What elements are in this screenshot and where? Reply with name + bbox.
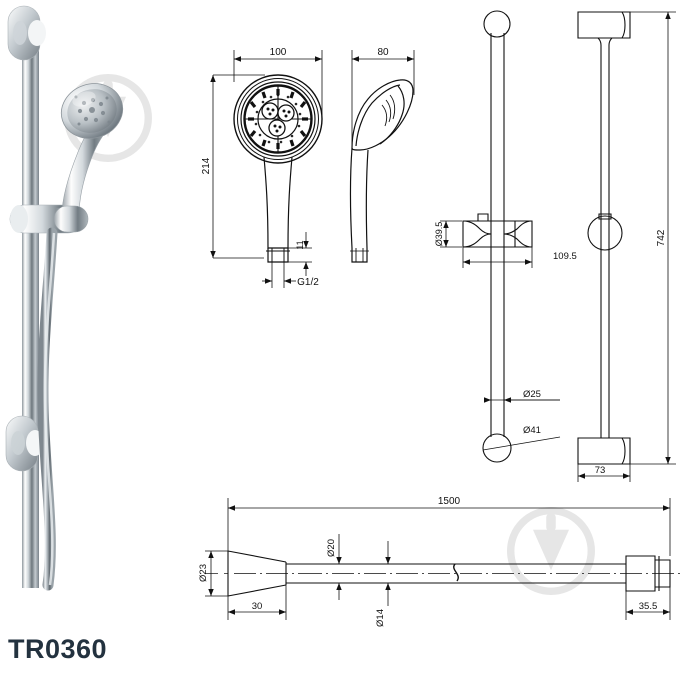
- photo-bottom-bracket: [5, 415, 44, 472]
- dim-hose-total-length: 1500: [438, 496, 461, 507]
- handset-front-dimensions: [210, 50, 323, 288]
- dim-bracket-depth: 73: [595, 465, 606, 476]
- handset-side-view: [349, 79, 414, 263]
- dim-end-cap-diameter: Ø41: [523, 425, 541, 436]
- hose-dimensions: [205, 498, 671, 620]
- watermark-logo: [64, 74, 595, 595]
- dim-hose-diameter: Ø14: [375, 609, 386, 627]
- dim-slider-projection: 109.5: [553, 251, 577, 262]
- dim-head-diameter: 100: [270, 47, 287, 58]
- hose-view: [205, 550, 680, 597]
- dim-cone-length: 30: [252, 601, 263, 612]
- rail-front-dimensions: [440, 220, 561, 451]
- dim-cone-nut-diameter: Ø23: [198, 564, 209, 582]
- rail-front-view: [462, 10, 533, 463]
- dim-connector-length: 11: [295, 240, 305, 249]
- handset-side-dimensions: [351, 50, 415, 146]
- rail-side-dimensions: [577, 11, 676, 482]
- photo-hand-shower: [53, 83, 124, 233]
- rail-side-view: [577, 11, 631, 465]
- dim-end-fitting-length: 35.5: [639, 601, 658, 612]
- dim-thread-size: G1/2: [297, 277, 319, 288]
- model-number-label: TR0360: [8, 634, 108, 664]
- dim-rail-overall-height: 742: [656, 229, 667, 246]
- photo-top-bracket: [7, 5, 46, 61]
- dim-slider-height: Ø39.5: [434, 222, 444, 247]
- dim-rail-tube-diameter: Ø25: [523, 389, 541, 400]
- dim-handset-length: 214: [201, 157, 212, 174]
- dim-cone-outlet-diameter: Ø20: [326, 539, 337, 557]
- handset-front-view: [233, 74, 323, 263]
- product-photo: [5, 5, 124, 591]
- dim-head-depth: 80: [377, 47, 389, 58]
